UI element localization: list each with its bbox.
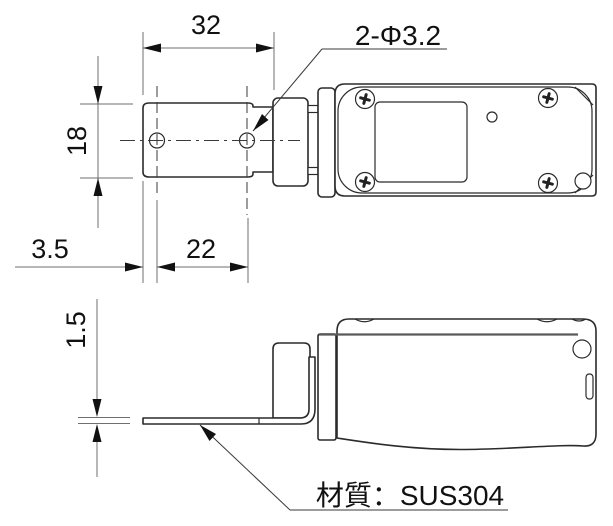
body-top-face-outline (337, 86, 593, 194)
corner-circle (574, 172, 592, 190)
nose-block-side-view (272, 342, 311, 419)
top-edge-boss-left (354, 318, 375, 323)
material-note: 材質：SUS304 (199, 424, 508, 511)
side-view (142, 318, 597, 451)
side-slot (585, 373, 594, 400)
dim-3-5-label: 3.5 (31, 234, 69, 264)
dim-1-5-label: 1.5 (61, 311, 91, 349)
nose-block-top-view (272, 97, 309, 187)
material-note-label: 材質：SUS304 (316, 480, 504, 511)
collar-top-view (317, 87, 336, 198)
screw-bottom-right (537, 172, 559, 194)
tab-top (307, 104, 319, 114)
hole-callout-label: 2-Φ3.2 (355, 20, 441, 51)
hole-callout: 2-Φ3.2 (252, 20, 447, 132)
top-edge-boss-right (536, 318, 558, 323)
dim-32-label: 32 (191, 10, 221, 40)
dimension-22: 22 (156, 200, 249, 283)
dim-22-label: 22 (186, 234, 216, 264)
body-top-view (334, 83, 597, 197)
screw-top-right (537, 87, 559, 109)
dim-18-label: 18 (62, 126, 92, 156)
dimension-3-5: 3.5 (15, 181, 144, 283)
side-circle (572, 339, 592, 359)
collar-side-view (317, 333, 337, 441)
body-side-view (336, 318, 597, 451)
bracket-plate-side-view (142, 356, 316, 425)
screw-top-left (354, 88, 376, 110)
body-chamfer-top-right (574, 86, 594, 106)
tab-bottom (307, 166, 319, 176)
top-edge-boss-corner (571, 318, 587, 322)
body-recess (374, 101, 468, 183)
small-hole (486, 111, 498, 123)
top-view (120, 83, 597, 215)
screw-bottom-left (354, 171, 376, 193)
dimension-18: 18 (62, 56, 133, 228)
dimension-1-5: 1.5 (61, 299, 130, 477)
dimension-32: 32 (142, 10, 275, 95)
